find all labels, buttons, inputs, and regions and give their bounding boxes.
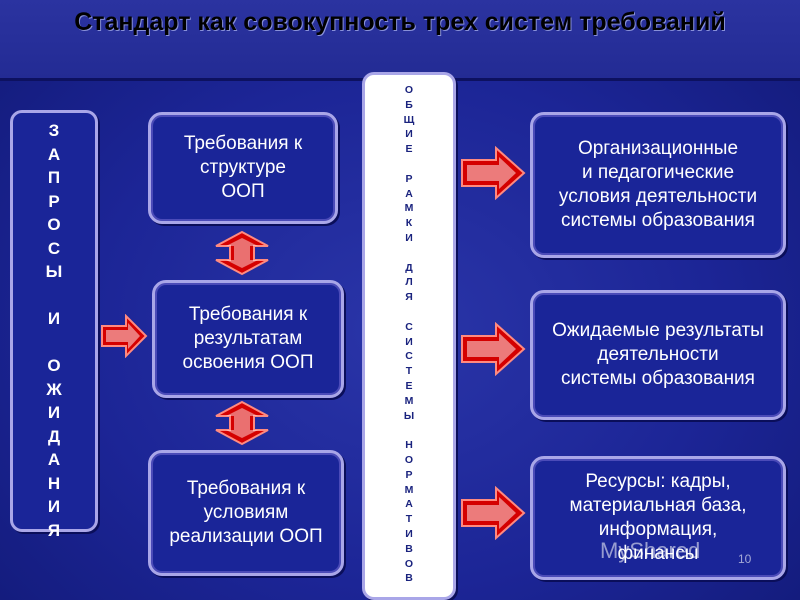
common-frameworks-letter: Т [405,513,413,526]
requests-expectations-letter: Д [47,426,61,446]
common-frameworks-letter: Е [405,143,413,156]
arrow-right-icon [461,486,526,540]
common-frameworks-letter [408,305,411,320]
common-frameworks-letter [408,246,411,261]
common-frameworks-letter: Н [405,439,413,452]
requests-expectations-letter: С [47,238,61,258]
common-frameworks-letter: С [405,320,413,333]
requests-expectations-letter: О [47,356,61,375]
requests-expectations-letter: И [47,403,61,422]
common-frameworks-letter: М [404,394,414,407]
requests-expectations-letter: Ж [46,379,62,399]
common-frameworks-letter: Д [405,261,413,274]
resources-box: Ресурсы: кадры, материальная база, инфор… [530,456,786,580]
common-frameworks-letter: Р [405,172,413,185]
common-frameworks-letter: Щ [403,113,415,126]
common-frameworks-letter: А [405,498,413,511]
up-down-arrow-icon [215,400,269,446]
requests-expectations-letter: Я [47,520,61,540]
organizational-conditions-text: Организационные и педагогические условия… [558,138,758,231]
common-frameworks-letter: Ы [403,409,415,422]
expected-results-box: Ожидаемые результаты деятельности систем… [530,290,786,420]
requests-expectations-letter [52,284,57,308]
requests-expectations-letter: П [47,168,61,187]
common-frameworks-letter: И [405,128,413,141]
common-frameworks-letter: И [405,231,413,244]
common-frameworks-letter: В [405,542,413,555]
common-frameworks-letter: О [404,557,414,570]
common-frameworks-letter: Р [405,468,413,481]
requirements-results-box: Требования к результатам освоения ООП [152,280,344,398]
requirements-structure-text: Требования к структуре ООП [183,133,303,202]
watermark-text: MyShared [600,538,701,563]
common-frameworks-letter [408,157,411,172]
common-frameworks-letter: А [405,187,413,200]
common-frameworks-letter: И [405,335,413,348]
requirements-conditions-box: Требования к условиям реализации ООП [148,450,344,576]
arrow-right-icon [461,322,526,376]
common-frameworks-letter: М [404,202,414,215]
requirements-structure-box: Требования к структуре ООП [148,112,338,224]
requests-expectations-letter: И [47,309,61,328]
page-title: Стандарт как совокупность трех систем тр… [74,8,726,36]
requests-expectations-letter: А [47,144,61,164]
requests-expectations-letter: Р [48,191,60,211]
arrow-right-icon [101,314,148,358]
common-frameworks-letter: Я [405,291,413,304]
common-frameworks-letter: И [405,527,413,540]
common-frameworks-letter [408,423,411,438]
requests-expectations-letter: И [47,497,61,516]
resources-text: Ресурсы: кадры, материальная база, инфор… [569,471,747,564]
common-frameworks-letter: О [404,453,414,466]
common-frameworks-letter: Е [405,379,413,392]
common-frameworks-letter: О [404,84,414,96]
common-frameworks-letter: С [405,350,413,363]
requests-expectations-letter: Н [47,473,61,493]
title-bar: Стандарт как совокупность трех систем тр… [0,0,800,81]
requests-expectations-letter: З [48,121,60,140]
requirements-results-text: Требования к результатам освоения ООП [182,304,314,373]
requests-expectations-letter: Ы [45,262,63,281]
common-frameworks-letter: В [405,572,413,585]
requests-expectations-letter: А [47,450,61,469]
common-frameworks-letter: К [405,217,413,230]
organizational-conditions-box: Организационные и педагогические условия… [530,112,786,258]
watermark-logo: MyShared [600,538,700,564]
up-down-arrow-icon [215,230,269,276]
requests-expectations-letter: О [47,215,61,234]
common-frameworks-letter: Т [405,365,413,378]
requests-expectations-letter [52,331,57,355]
page-number: 10 [738,552,752,566]
requirements-conditions-text: Требования к условиям реализации ООП [169,478,323,547]
common-frameworks-letter: М [404,483,414,496]
expected-results-text: Ожидаемые результаты деятельности систем… [552,320,764,389]
common-frameworks-letter: Б [405,98,413,111]
arrow-right-icon [461,146,526,200]
common-frameworks-letter: Л [405,276,413,289]
